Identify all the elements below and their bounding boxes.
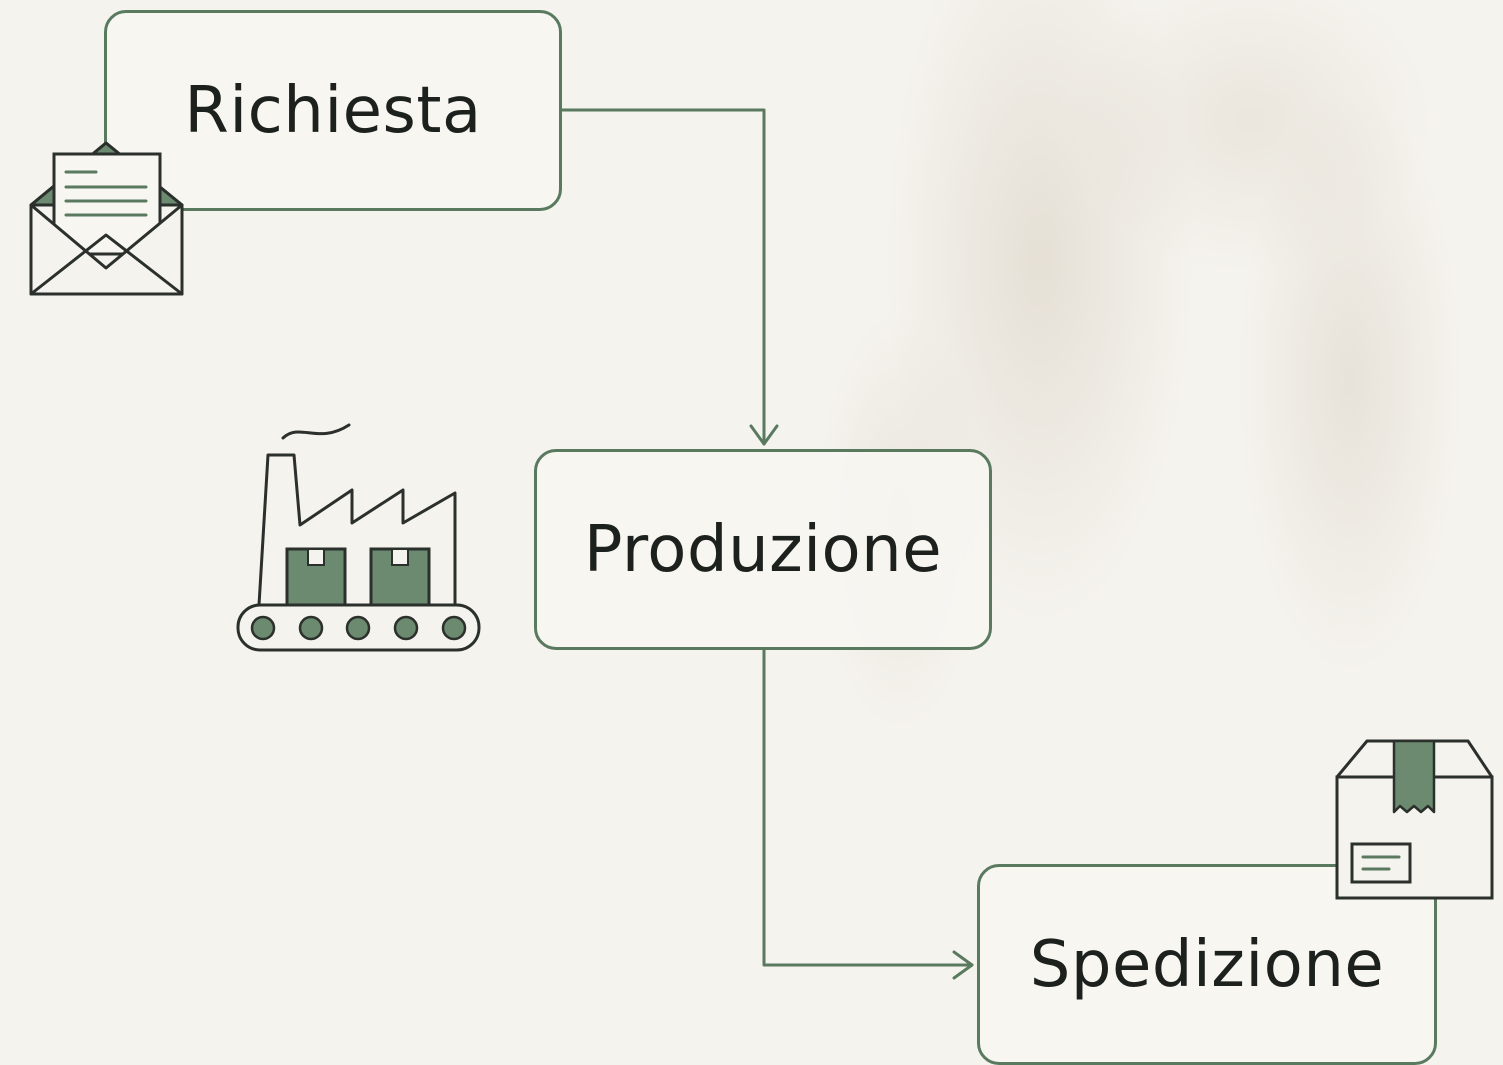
- node-produzione-label: Produzione: [583, 512, 943, 587]
- connector-richiesta-to-produzione: [560, 108, 766, 446]
- node-richiesta: Richiesta: [104, 10, 562, 211]
- factory-conveyor-icon: [236, 423, 481, 652]
- package-box-icon: [1335, 739, 1494, 900]
- node-spedizione-label: Spedizione: [1029, 927, 1385, 1002]
- node-richiesta-label: Richiesta: [184, 73, 482, 148]
- arrowhead-spedizione: [952, 950, 974, 980]
- arrowhead-produzione: [749, 424, 779, 446]
- node-produzione: Produzione: [534, 449, 992, 650]
- envelope-letter-icon: [29, 141, 184, 296]
- connector-produzione-to-spedizione: [762, 648, 974, 967]
